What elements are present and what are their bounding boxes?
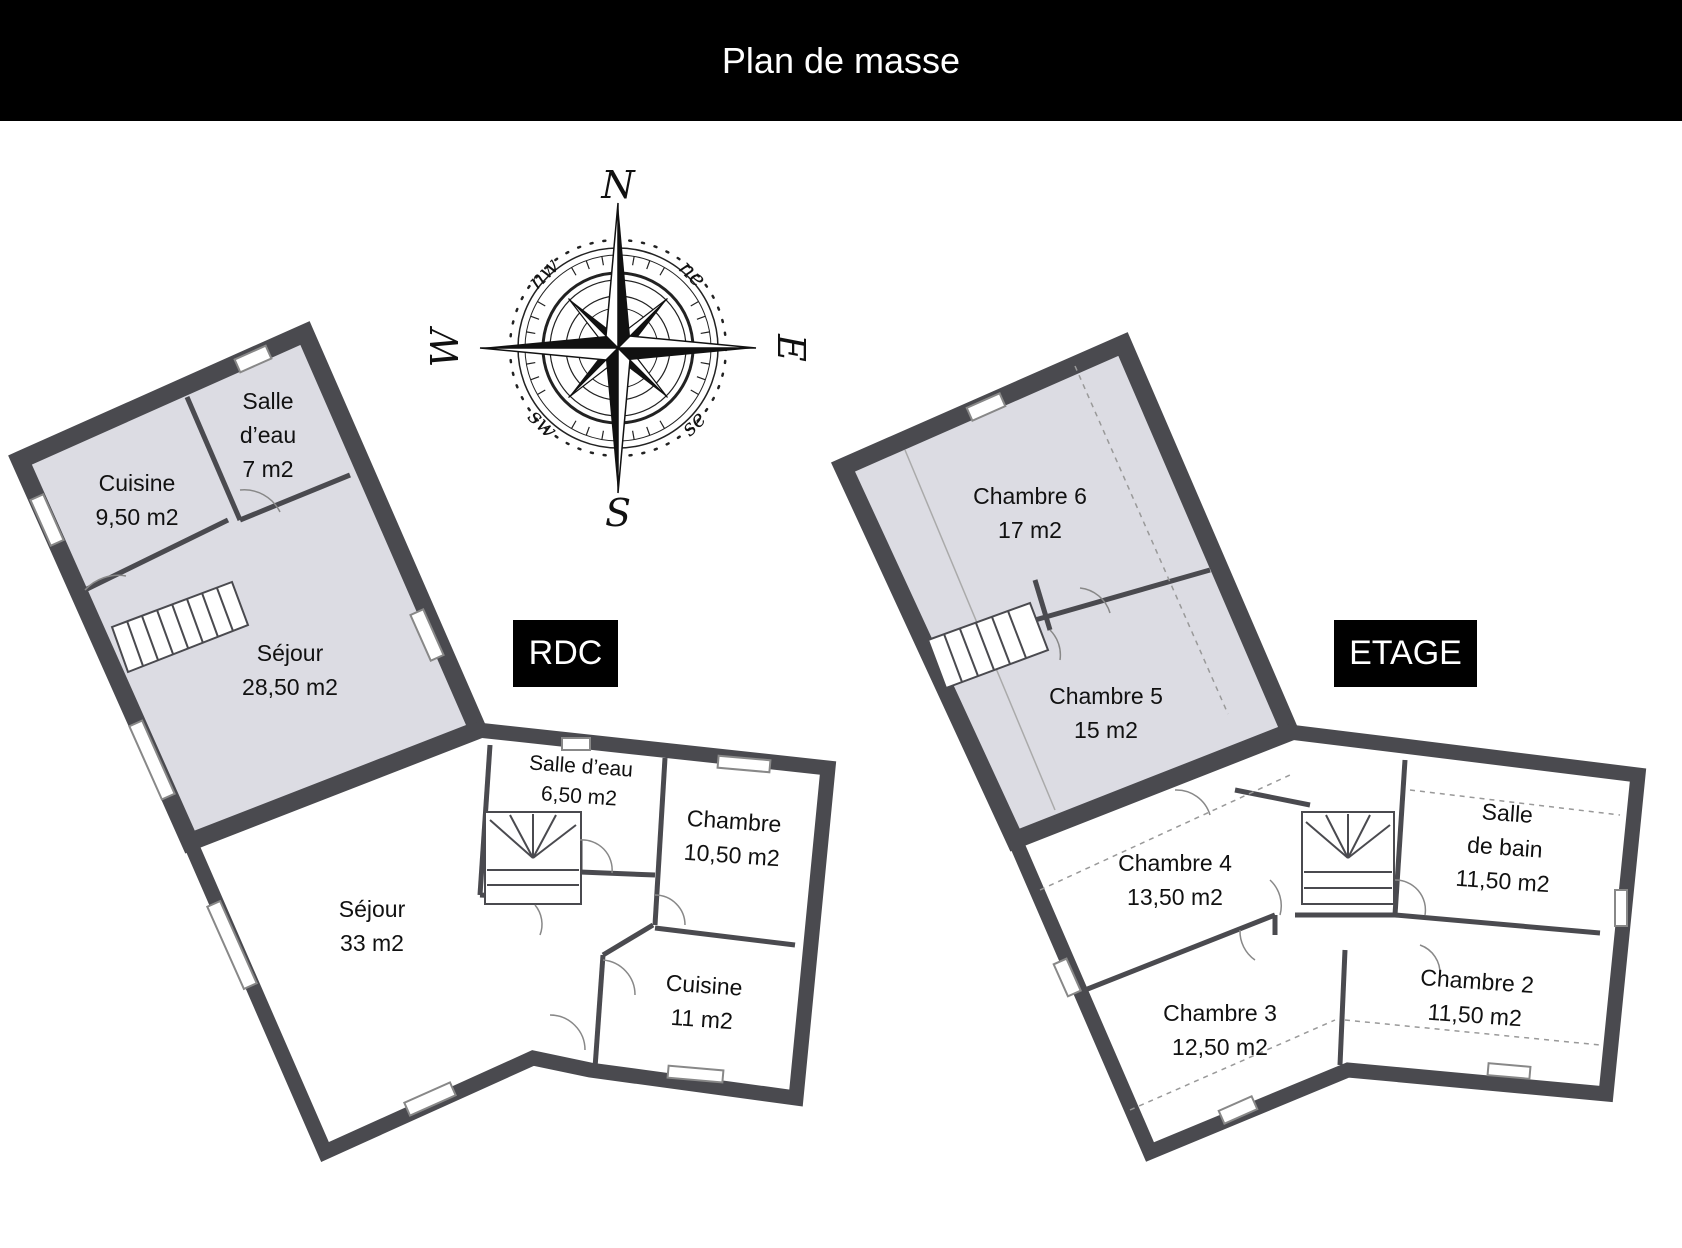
compass-s: S bbox=[605, 491, 631, 535]
room-name: Cuisine bbox=[665, 969, 744, 1001]
room-label-rdc-cuisine-2: Cuisine 11 m2 bbox=[662, 965, 743, 1038]
room-area: 11 m2 bbox=[669, 1003, 734, 1035]
room-label-etage-chambre-6: Chambre 6 17 m2 bbox=[973, 479, 1087, 547]
compass-nw: nw bbox=[524, 253, 565, 294]
compass-rose: N S E W ne nw se sw bbox=[423, 163, 813, 535]
room-name: Séjour bbox=[256, 640, 324, 666]
room-name: Chambre 5 bbox=[1049, 683, 1163, 709]
room-name: Séjour bbox=[338, 896, 406, 922]
etage-upper-block bbox=[843, 344, 1290, 840]
room-label-etage-chambre-5: Chambre 5 15 m2 bbox=[1049, 679, 1163, 747]
etage-lower-walls bbox=[1005, 724, 1647, 1162]
room-area: 28,50 m2 bbox=[242, 674, 338, 700]
room-area: 11,50 m2 bbox=[1454, 864, 1551, 898]
room-name: Chambre 3 bbox=[1163, 1000, 1277, 1026]
room-name: Chambre 4 bbox=[1118, 850, 1232, 876]
room-name: Salle bbox=[242, 388, 294, 414]
compass-n: N bbox=[600, 163, 636, 207]
etage-tag: ETAGE bbox=[1334, 620, 1477, 687]
room-area: 7 m2 bbox=[242, 456, 294, 482]
room-label-rdc-salle-eau-1: Salle d’eau 7 m2 bbox=[240, 384, 296, 486]
room-label-etage-chambre-2: Chambre 2 11,50 m2 bbox=[1417, 960, 1535, 1036]
room-area: 13,50 m2 bbox=[1127, 884, 1223, 910]
room-area: 33 m2 bbox=[340, 930, 404, 956]
room-label-rdc-sejour-2: Séjour 33 m2 bbox=[339, 892, 405, 960]
room-label-etage-salle-de-bain: Salle de bain 11,50 m2 bbox=[1454, 793, 1555, 901]
room-area: 12,50 m2 bbox=[1172, 1034, 1268, 1060]
etage-plan bbox=[830, 332, 1647, 1162]
room-label-rdc-chambre: Chambre 10,50 m2 bbox=[683, 801, 783, 876]
compass-ne: ne bbox=[673, 256, 710, 293]
compass-e: E bbox=[769, 333, 813, 362]
rdc-tag: RDC bbox=[513, 620, 618, 687]
room-name: Chambre 6 bbox=[973, 483, 1087, 509]
room-label-rdc-sejour-1: Séjour 28,50 m2 bbox=[242, 636, 338, 704]
room-label-rdc-cuisine-1: Cuisine 9,50 m2 bbox=[95, 466, 178, 534]
room-area: 10,50 m2 bbox=[683, 838, 781, 872]
etage-stairs-2 bbox=[1301, 811, 1395, 905]
compass-w: W bbox=[423, 326, 467, 368]
page-title: Plan de masse bbox=[0, 0, 1682, 121]
rdc-stairs-1 bbox=[110, 580, 250, 674]
room-name: Cuisine bbox=[98, 470, 176, 496]
room-name-2: d’eau bbox=[239, 422, 297, 448]
rdc-plan bbox=[8, 321, 837, 1162]
rdc-lower-walls bbox=[180, 722, 837, 1162]
rdc-stairs-2 bbox=[484, 811, 582, 905]
room-label-rdc-salle-eau-2: Salle d’eau 6,50 m2 bbox=[526, 748, 634, 815]
room-area: 17 m2 bbox=[998, 517, 1062, 543]
room-area: 9,50 m2 bbox=[95, 504, 179, 530]
room-area: 15 m2 bbox=[1074, 717, 1138, 743]
room-label-etage-chambre-4: Chambre 4 13,50 m2 bbox=[1118, 846, 1232, 914]
etage-stairs-1 bbox=[926, 601, 1050, 690]
room-label-etage-chambre-3: Chambre 3 12,50 m2 bbox=[1163, 996, 1277, 1064]
